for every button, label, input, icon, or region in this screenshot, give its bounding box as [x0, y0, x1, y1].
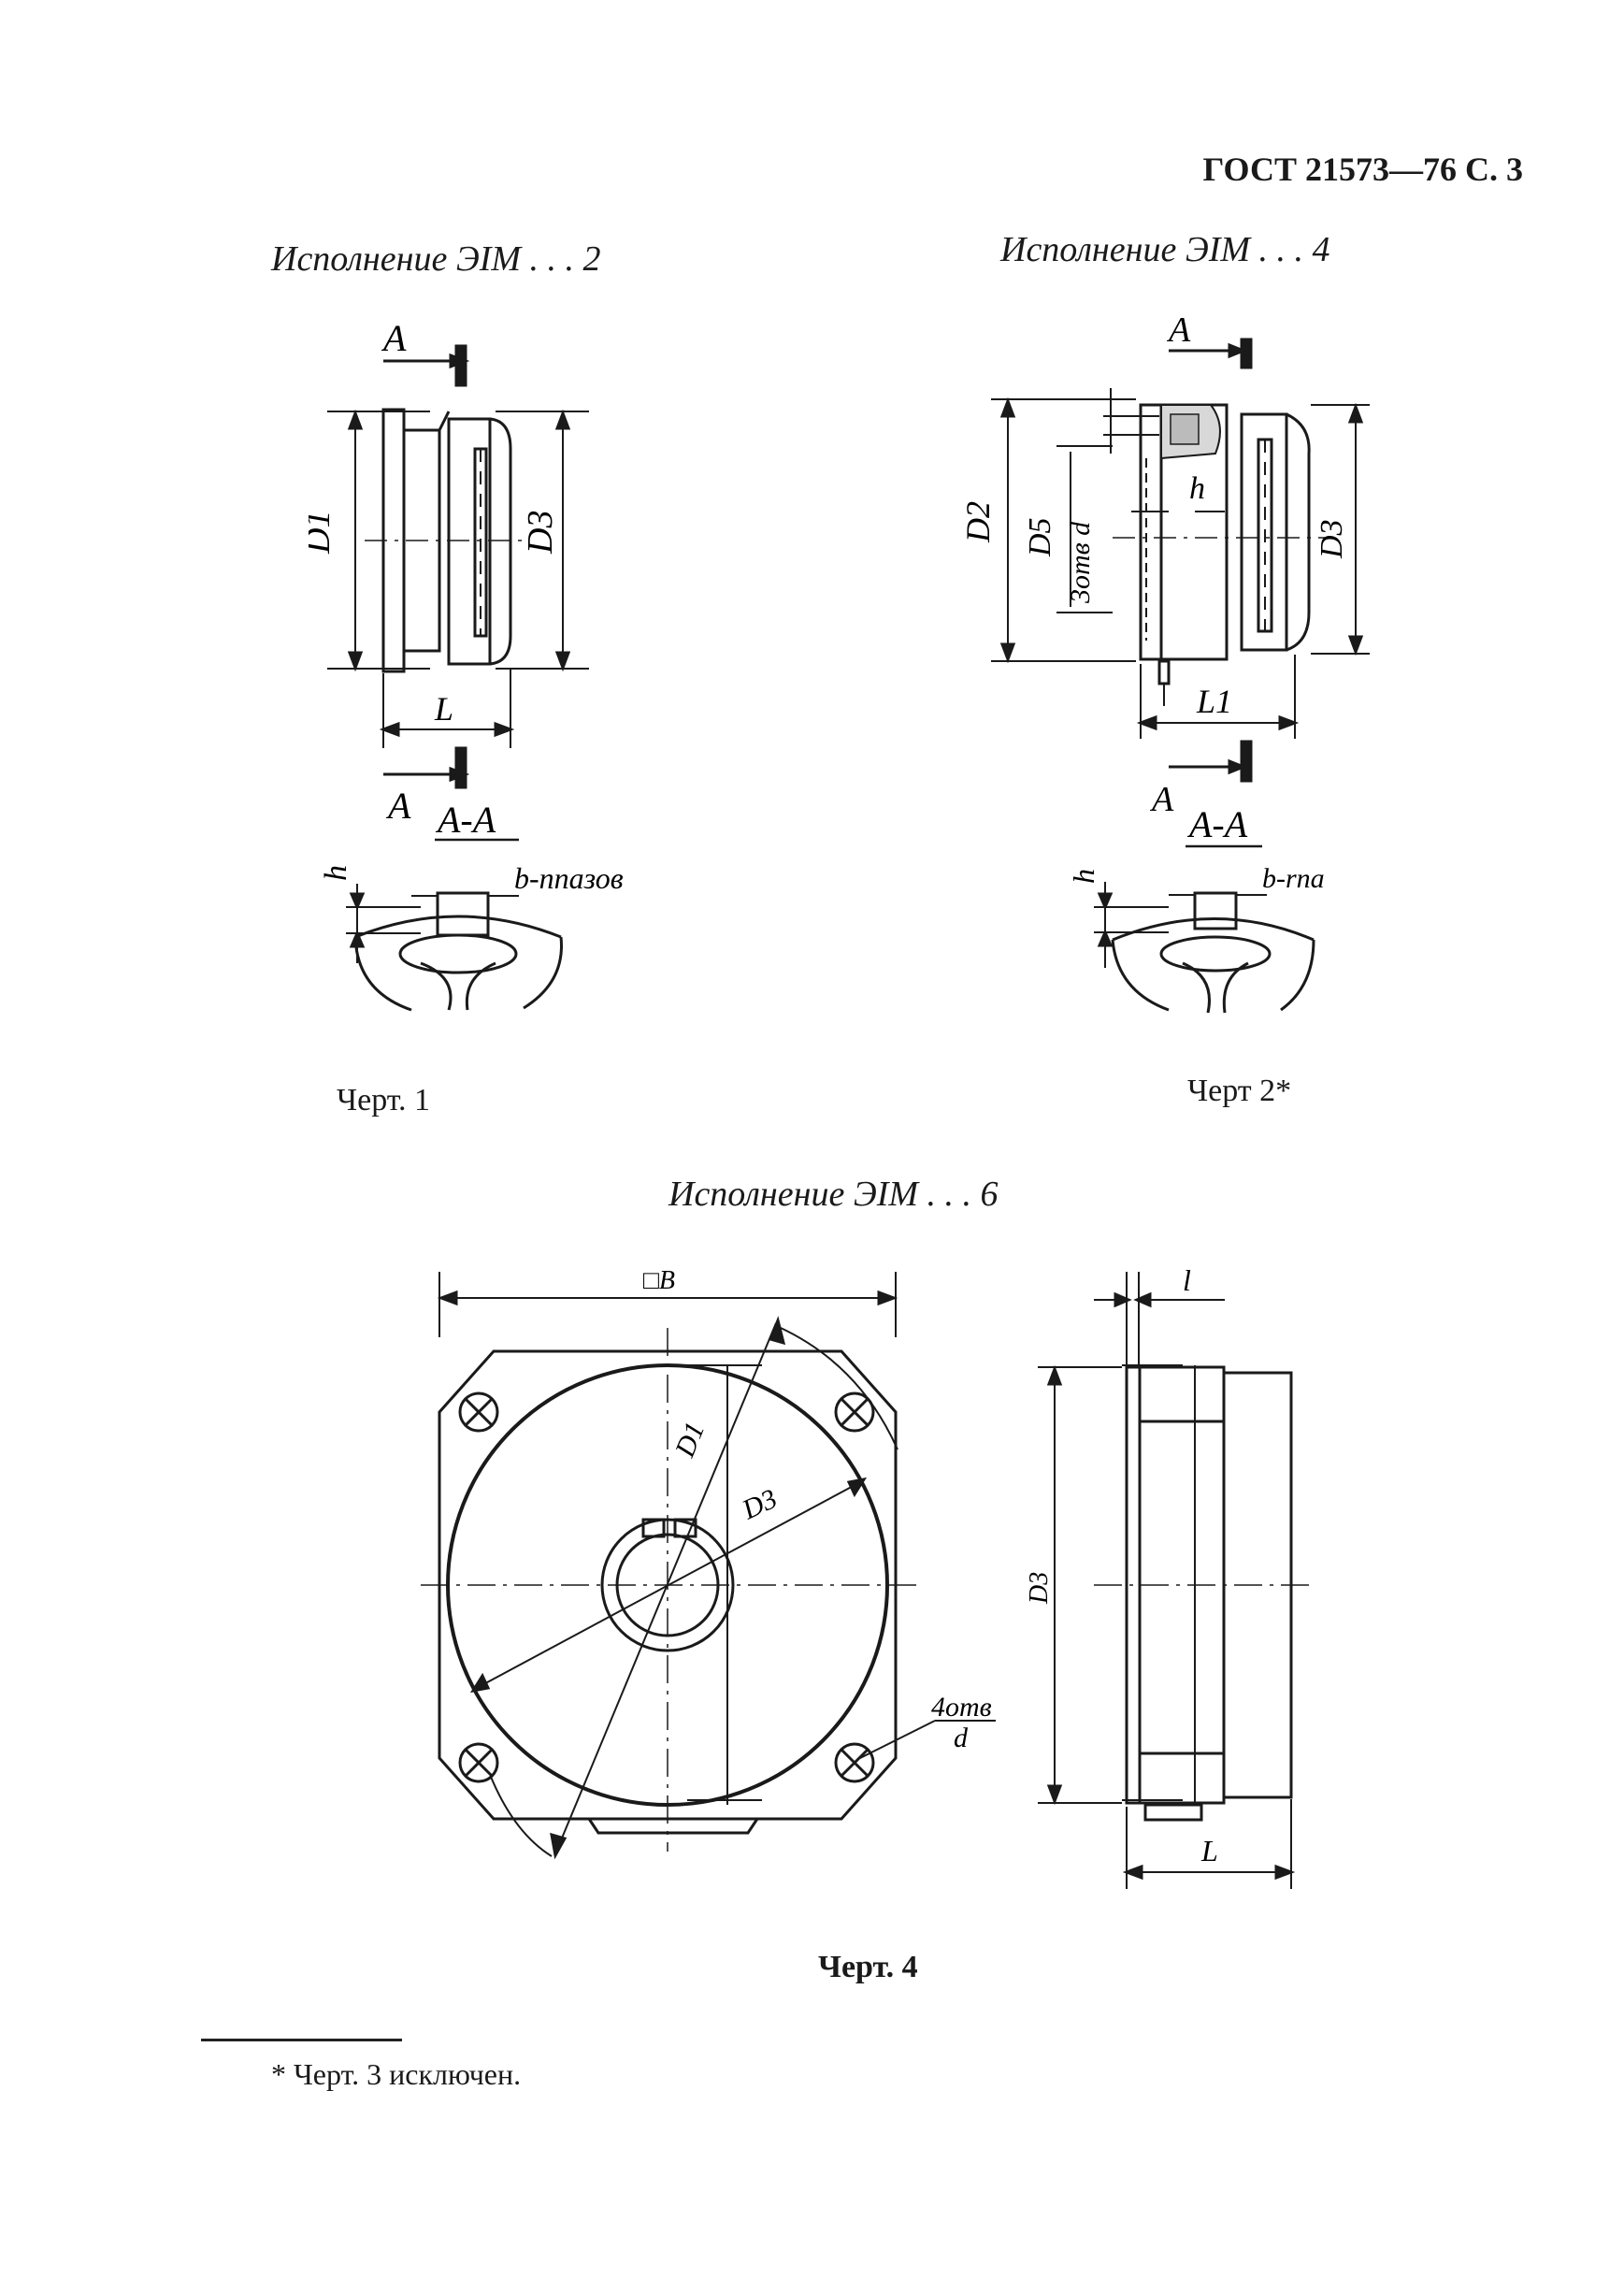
- drawing2: A D2 D5 3отв d h D3 L1 A A-A h b-rпа: [959, 310, 1370, 1014]
- footnote-divider: [201, 2039, 402, 2041]
- drawing4-title: Исполнение ЭIМ . . . 6: [668, 1175, 999, 1214]
- drawing1-caption: Черт. 1: [337, 1083, 431, 1117]
- drawing4-label-l-small: l: [1183, 1263, 1191, 1297]
- drawing4-label-b: □B: [643, 1266, 675, 1295]
- drawing4-label-d3-side: D3: [1025, 1572, 1054, 1605]
- drawing2-label-slots: b-rпа: [1262, 863, 1325, 894]
- drawing1-label-slots: b-nпазов: [514, 861, 624, 895]
- drawing2-label-d2: D2: [959, 501, 997, 543]
- drawing2-label-d5: D5: [1023, 517, 1057, 557]
- drawing4-label-d1: D1: [669, 1418, 711, 1462]
- drawing1-label-h: h: [319, 865, 353, 881]
- drawing1: A D1 D3 L A A-A h b-nпазов: [309, 317, 624, 1012]
- drawing4-label-d3: D3: [737, 1483, 782, 1526]
- drawing4: □B D1 D3 4отв d: [421, 1266, 1196, 1860]
- drawing2-label-a-top: A: [1166, 310, 1191, 350]
- drawing4-label-holes-d: d: [954, 1723, 969, 1753]
- drawing1-label-d3: D3: [521, 511, 560, 555]
- drawing2-title: Исполнение ЭIМ . . . 4: [1000, 230, 1330, 269]
- drawing2-label-holes: 3отв d: [1065, 521, 1096, 604]
- drawing2-label-h: h: [1189, 471, 1205, 506]
- drawing4-caption: Черт. 4: [818, 1950, 918, 1984]
- drawing2-label-h2: h: [1067, 869, 1100, 884]
- drawing1-label-d1: D1: [309, 511, 338, 555]
- drawing4-label-holes: 4отв: [931, 1692, 992, 1723]
- drawing1-label-l: L: [434, 690, 453, 728]
- drawing2-label-d3: D3: [1315, 519, 1349, 559]
- footnote: * Черт. 3 исключен.: [271, 2057, 522, 2091]
- standard-header: ГОСТ 21573—76 С. 3: [1202, 151, 1523, 188]
- drawing2-caption: Черт 2*: [1187, 1074, 1292, 1108]
- drawing1-label-section: A-A: [435, 799, 496, 841]
- drawing4-label-l: L: [1200, 1834, 1218, 1867]
- drawing2-label-a-bottom: A: [1149, 780, 1174, 819]
- drawing1-title: Исполнение ЭIМ . . . 2: [271, 239, 601, 279]
- drawing1-label-a-bottom: A: [385, 785, 411, 827]
- drawing2-label-l1: L1: [1196, 683, 1232, 720]
- drawing1-label-a-top: A: [381, 317, 407, 359]
- drawing4-side-view: l D3 L: [1025, 1263, 1309, 1889]
- drawing2-label-section: A-A: [1186, 803, 1248, 845]
